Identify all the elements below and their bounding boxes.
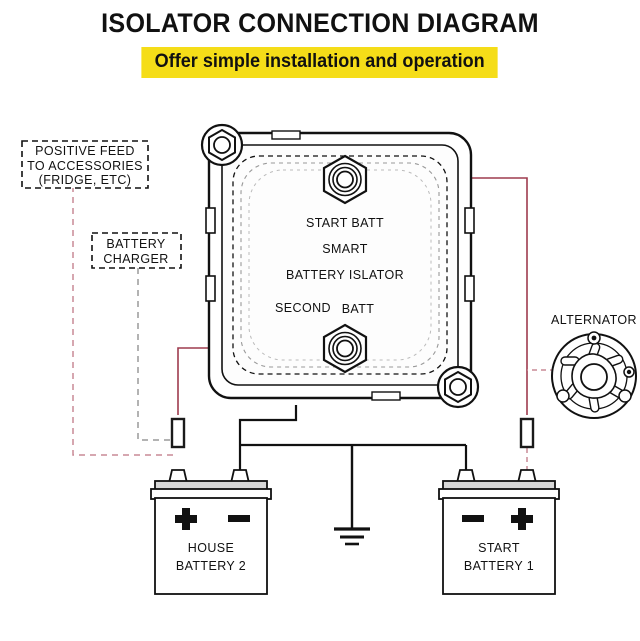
isolator-mounting-ear-bottom-right [436,365,480,409]
alternator-hub [580,363,608,391]
wire-accessory-feed-dashed [72,186,178,456]
callout-battery-charger: BATTERY CHARGER [91,232,182,269]
alternator-label: ALTERNATOR [551,313,637,327]
isolator-second-batt-label-small: SECOND [275,301,331,315]
alternator-device[interactable]: ALTERNATOR [551,313,637,419]
terminal-post-start-batt[interactable] [322,154,368,205]
start-battery-1[interactable]: START BATTERY 1 [438,469,560,595]
isolator-face-plate [221,144,459,386]
house-battery-body [154,497,268,595]
isolator-clip-right-upper [464,207,475,234]
isolator-second-batt-label-main: BATT [342,302,375,316]
subtitle-banner: Offer simple installation and operation [141,47,499,78]
start-battery-label-line-1: START [478,541,520,555]
isolator-brand-line-1: SMART [322,242,368,256]
isolator-mounting-ear-top-left [200,123,244,167]
start-battery-label-line-2: BATTERY 1 [464,559,534,573]
positive-feed-line-1: POSITIVE FEED [35,144,135,158]
battery-charger-line-1: BATTERY [106,237,166,251]
isolator-clip-right-lower [464,275,475,302]
house-battery-2[interactable]: HOUSE BATTERY 2 [150,469,272,595]
fuse-start-battery [519,417,535,449]
isolator-clip-left-lower [205,275,216,302]
callout-positive-feed: POSITIVE FEED TO ACCESSORIES (FRIDGE, ET… [21,140,149,189]
battery-isolator-device[interactable]: START BATT SMART BATTERY ISLATOR SECOND … [200,123,480,409]
alternator-bolt-center-right [626,369,632,375]
isolator-brand-line-2: BATTERY ISLATOR [286,268,404,282]
fuse-house-battery [170,417,186,449]
house-battery-plus-symbol [175,508,197,530]
isolator-start-batt-label: START BATT [306,216,384,230]
alternator-bolt-center-top [591,335,597,341]
isolator-clip-bottom [371,391,401,401]
page-title: ISOLATOR CONNECTION DIAGRAM [101,8,539,38]
positive-feed-line-3: (FRIDGE, ETC) [39,173,132,187]
wire-group-ground [238,405,468,528]
start-battery-body [442,497,556,595]
house-battery-label-line-2: BATTERY 2 [176,559,246,573]
chassis-ground-icon [334,527,370,546]
battery-charger-line-2: CHARGER [103,252,168,266]
isolator-clip-left-upper [205,207,216,234]
positive-feed-line-2: TO ACCESSORIES [27,159,143,173]
wire-isolator-to-ground-bus [238,405,298,470]
isolator-contour-2 [240,162,440,368]
start-battery-minus-symbol [462,515,484,522]
start-battery-plus-symbol [511,508,533,530]
isolator-contour-1 [232,155,448,375]
wire-battery-charger-dashed [137,268,178,441]
house-battery-label-line-1: HOUSE [188,541,234,555]
house-battery-minus-symbol [228,515,250,522]
isolator-clip-top [271,130,301,140]
subtitle-banner-wrap: Offer simple installation and operation [0,47,640,78]
terminal-post-second-batt[interactable] [322,323,368,374]
